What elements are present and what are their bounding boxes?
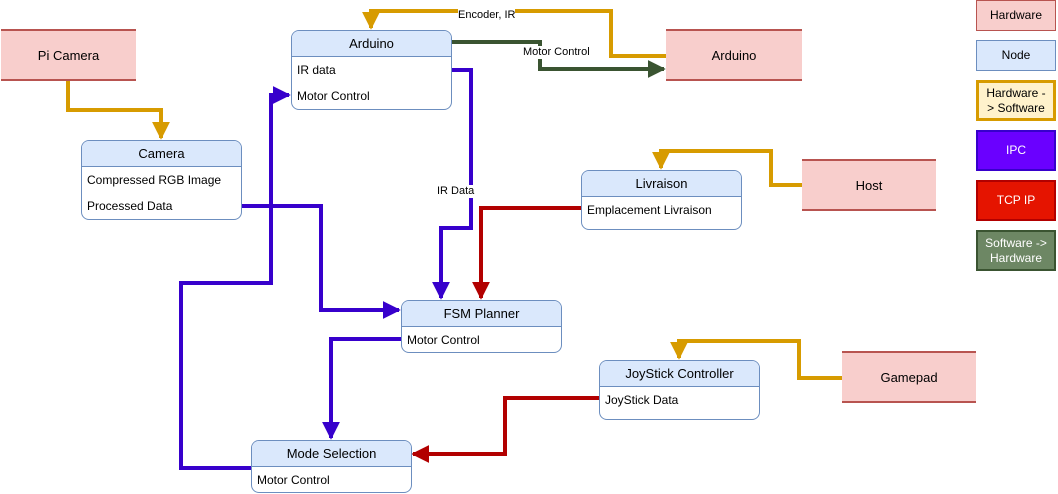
node-fsm-planner-title: FSM Planner: [402, 301, 561, 327]
edge-arduino-irdata-to-fsm: [432, 68, 473, 300]
edge-picamera-to-camera: [66, 80, 170, 140]
node-joystick-controller-title: JoyStick Controller: [600, 361, 759, 387]
legend-hardware-to-software: Hardware -> Software: [976, 80, 1056, 121]
edge-camera-to-fsm: [241, 204, 401, 319]
node-arduino-row-ir-data: IR data: [297, 63, 336, 77]
edge-gamepad-to-joystick: [670, 339, 842, 380]
hardware-pi-camera: Pi Camera: [1, 29, 136, 81]
node-camera-title: Camera: [82, 141, 241, 167]
node-mode-selection-row-motor-control: Motor Control: [257, 473, 330, 487]
edge-host-to-livraison: [652, 149, 802, 187]
node-camera-row-processed-data: Processed Data: [87, 199, 173, 213]
legend-ipc: IPC: [976, 130, 1056, 171]
edge-arduino-hw-to-arduino-node: [362, 9, 666, 58]
edge-label-encoder-ir: Encoder, IR: [458, 9, 516, 22]
node-mode-selection-title: Mode Selection: [252, 441, 411, 467]
hardware-gamepad: Gamepad: [842, 351, 976, 403]
legend-hardware: Hardware: [976, 0, 1056, 31]
node-arduino: Arduino IR data Motor Control: [291, 30, 452, 110]
legend-software-to-hardware: Software -> Hardware: [976, 230, 1056, 271]
node-livraison-title: Livraison: [582, 171, 741, 197]
edge-modeselection-to-arduino: [179, 86, 291, 470]
edge-livraison-to-fsm: [472, 206, 581, 300]
node-arduino-title: Arduino: [292, 31, 451, 57]
edge-joystick-to-modeselection: [411, 396, 599, 463]
edge-label-motor-control: Motor Control: [523, 46, 590, 59]
node-camera: Camera Compressed RGB Image Processed Da…: [81, 140, 242, 220]
hardware-arduino: Arduino: [666, 29, 802, 81]
node-fsm-planner: FSM Planner Motor Control: [401, 300, 562, 353]
node-camera-row-compressed-rgb: Compressed RGB Image: [87, 173, 222, 187]
node-arduino-row-motor-control: Motor Control: [297, 89, 370, 103]
node-livraison: Livraison Emplacement Livraison: [581, 170, 742, 230]
edge-label-ir-data: IR Data: [437, 185, 475, 198]
legend-tcp-ip: TCP IP: [976, 180, 1056, 221]
node-fsm-planner-row-motor-control: Motor Control: [407, 333, 480, 347]
node-joystick-controller: JoyStick Controller JoyStick Data: [599, 360, 760, 420]
node-mode-selection: Mode Selection Motor Control: [251, 440, 412, 493]
legend-node: Node: [976, 40, 1056, 71]
node-joystick-controller-row-data: JoyStick Data: [605, 393, 679, 407]
hardware-host: Host: [802, 159, 936, 211]
edge-fsm-to-modeselection: [322, 337, 401, 440]
node-livraison-row-emplacement: Emplacement Livraison: [587, 203, 712, 217]
